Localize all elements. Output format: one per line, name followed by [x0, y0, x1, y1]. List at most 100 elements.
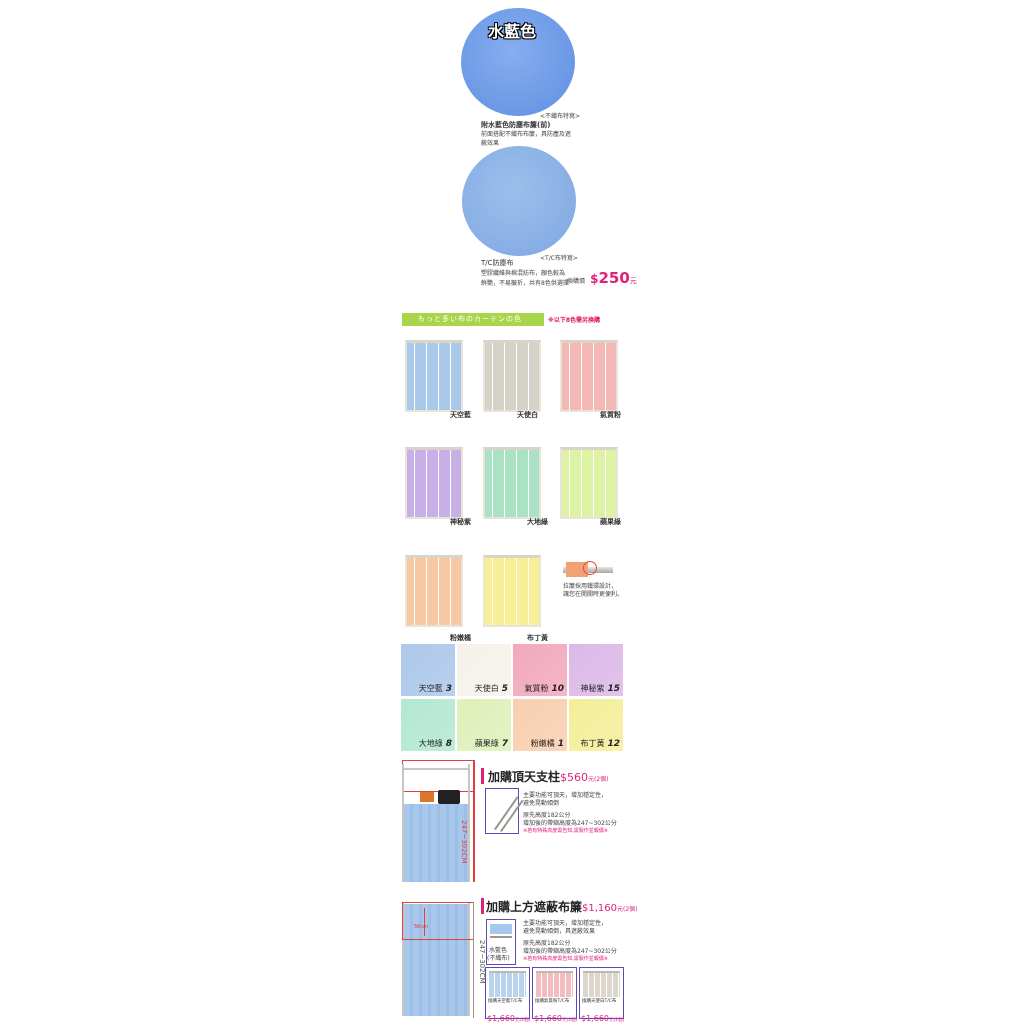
addon2-price: $1,160	[582, 903, 618, 914]
fabric-square-name: 神秘紫	[580, 684, 605, 693]
addon2-option-1[interactable]: 換購天空藍T/C布 $1,660元(2個)	[485, 967, 530, 1023]
swatch-desc-2: 蔽效果	[481, 140, 500, 147]
tc-price-unit: 元	[629, 277, 637, 285]
addon2-mark-label: 56cm	[414, 924, 428, 930]
fabric-square-number: 8	[445, 739, 452, 749]
fabric-square-name: 布丁黃	[580, 739, 605, 748]
curtain-fabric	[407, 450, 461, 517]
addon2-illustration	[400, 898, 480, 1018]
addon2-option-3[interactable]: 換購天使白T/C布 $1,660元(2個)	[579, 967, 624, 1023]
curtain-label: 神秘紫	[450, 518, 471, 526]
addon1-price-unit: 元(2個)	[588, 776, 609, 783]
swatch-caption: <不織布特寫>	[540, 113, 581, 120]
fabric-square-name: 蘋果綠	[474, 739, 499, 748]
addon2-variant-sub: (不織布)	[487, 955, 510, 962]
addon1-title-text: 加購頂天支柱	[488, 770, 561, 784]
curtain-label: 布丁黃	[527, 634, 548, 642]
tc-price-value: 250	[598, 269, 630, 287]
hook-note-2: 讓您在開關時更便利。	[563, 591, 624, 598]
curtain-fabric	[485, 558, 539, 625]
addon2-option-unit: 元(2個)	[562, 1018, 578, 1023]
curtain-8	[483, 555, 541, 627]
nonwoven-swatch-image	[461, 8, 575, 116]
addon2-option-label: 換購天使白T/C布	[582, 999, 617, 1004]
addon2-option-price-wrap: $1,660元(2個)	[534, 1006, 577, 1025]
curtain-fabric	[407, 343, 461, 410]
addon2-option-unit: 元(2個)	[609, 1018, 625, 1023]
curtain-fabric	[407, 558, 461, 625]
tc-desc-2: 鮮艷，不易皺折，共有8色供選擇	[481, 280, 569, 287]
addon2-price-unit: 元(2個)	[617, 906, 638, 913]
addon2-option-label: 換購氣質粉T/C布	[535, 999, 570, 1004]
tc-caption: <T/C布特寫>	[540, 255, 578, 262]
addon1-illustration	[400, 760, 480, 884]
curtain-label: 大地綠	[527, 518, 548, 526]
addon2-option-price-wrap: $1,660元(2個)	[487, 1006, 530, 1025]
addon1-title-bar	[481, 768, 484, 784]
curtain-fabric	[562, 343, 616, 410]
curtain-1	[405, 340, 463, 412]
fabric-square-number: 10	[551, 684, 564, 694]
curtain-label: 天空藍	[450, 411, 471, 419]
curtain-4	[405, 447, 463, 519]
fabric-square-number: 15	[607, 684, 620, 694]
tc-swatch-image	[462, 146, 576, 256]
addon2-option-2[interactable]: 換購氣質粉T/C布 $1,660元(2個)	[532, 967, 577, 1023]
addon1-desc-3: 原先高度182公分	[523, 812, 571, 819]
addon2-option-price: $1,660	[581, 1014, 609, 1023]
addon2-option-image	[489, 971, 526, 997]
fabric-square-name: 大地綠	[418, 739, 443, 748]
addon2-option-label: 換購天空藍T/C布	[488, 999, 523, 1004]
hook-detail-image	[563, 560, 613, 580]
addon1-desc-2: 避免晃動傾倒	[523, 800, 560, 807]
addon1-desc-5: ※若有特殊高度需告知,需製作並報價※	[523, 828, 608, 834]
fabric-square-name: 天空藍	[418, 684, 443, 693]
addon2-title-text: 加購上方遮蔽布簾	[486, 900, 583, 914]
addon2-desc-3: 原先高度182公分	[523, 940, 571, 947]
swatch-title: 附水藍色防塵布簾(前)	[481, 121, 551, 129]
curtain-2	[483, 340, 541, 412]
fabric-square-name: 氣質粉	[524, 684, 549, 693]
fabric-square-name: 天使白	[474, 684, 499, 693]
addon2-desc-1: 主要功能可頂天，增加穩定性，	[523, 920, 608, 927]
curtain-label: 蘋果綠	[600, 518, 621, 526]
tc-title: T/C防塵布	[481, 259, 514, 267]
addon1-title: 加購頂天支柱$560元(2個)	[488, 768, 609, 785]
addon1-desc-4: 增加後的帶縮高度為247~302公分	[523, 820, 617, 827]
addon2-option-price: $1,660	[487, 1014, 515, 1023]
fabric-square-number: 7	[501, 739, 508, 749]
curtain-fabric	[485, 343, 539, 410]
curtain-label: 天使白	[517, 411, 538, 419]
addon2-option-image	[536, 971, 573, 997]
curtain-label: 氣質粉	[600, 411, 621, 419]
tc-price-prefix: 換購價	[567, 278, 586, 285]
addon1-height-bar	[473, 760, 475, 882]
fabric-square-number: 12	[607, 739, 620, 749]
curtain-5	[483, 447, 541, 519]
fabric-square-number: 5	[501, 684, 508, 694]
fabric-square-name: 粉嫩橘	[530, 739, 555, 748]
addon2-variant-box	[486, 919, 516, 965]
addon1-price: $560	[560, 771, 589, 784]
addon2-option-price-wrap: $1,660元(2個)	[581, 1006, 624, 1025]
addon2-desc-4: 增加後的帶縮高度為247~302公分	[523, 948, 617, 955]
color-banner	[402, 313, 544, 326]
addon1-desc-1: 主要功能可頂天，增加穩定性，	[523, 792, 608, 799]
curtain-label: 粉嫩橘	[450, 634, 471, 642]
hook-note-1: 拉簾採用鐵環設計，	[563, 583, 618, 590]
curtain-fabric	[485, 450, 539, 517]
addon1-pole-image	[485, 788, 524, 834]
addon2-option-image	[583, 971, 620, 997]
addon2-desc-5: ※若有特殊高度需告知,需製作並報價※	[523, 956, 608, 962]
